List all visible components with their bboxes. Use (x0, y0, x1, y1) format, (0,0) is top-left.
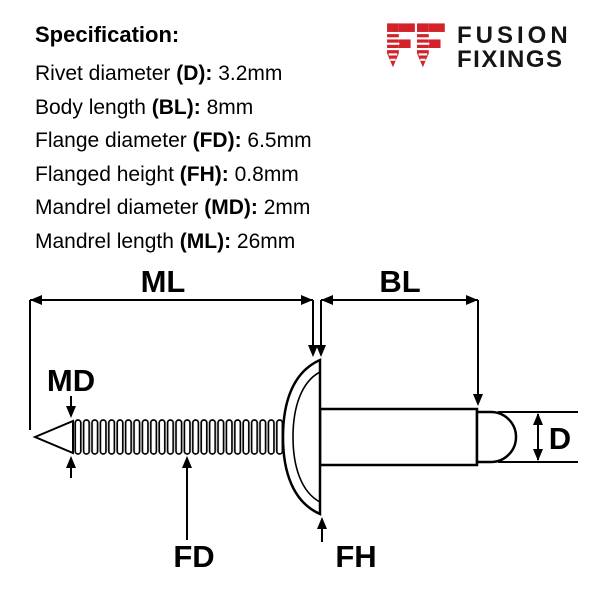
rivet-technical-diagram: ML BL MD (29, 264, 578, 574)
logo-line-fixings: FIXINGS (457, 46, 564, 73)
spec-item-label: Flange diameter (35, 129, 187, 152)
specification-title: Specification: (35, 22, 180, 47)
rivet-body (318, 407, 479, 467)
ml-dimension: ML (29, 264, 318, 430)
bl-dimension: BL (316, 264, 483, 406)
logo-text: FUSION FIXINGS (457, 24, 572, 72)
fh-dimension: FH (317, 517, 377, 574)
spec-item-label: Body length (35, 95, 146, 119)
d-label: D (549, 421, 571, 456)
spec-item-key: (BL): (151, 95, 201, 119)
spec-item-value: 0.8mm (234, 162, 299, 186)
spec-item-key: (MD): (204, 196, 258, 219)
spec-item: Rivet diameter (D): 3.2mm (35, 57, 312, 91)
mandrel-tip (32, 419, 74, 455)
double-f-screw-logo-icon (386, 23, 445, 68)
fd-dimension: FD (173, 456, 215, 574)
spec-item-key: (FH): (179, 162, 229, 186)
spec-item: Body length (BL): 8mm (35, 91, 312, 125)
spec-item: Flanged height (FH): 0.8mm (35, 158, 312, 192)
spec-item-key: (ML): (179, 229, 232, 253)
ml-label: ML (141, 264, 186, 299)
spec-item: Mandrel diameter (MD): 2mm (35, 191, 312, 225)
fh-label: FH (335, 539, 376, 574)
mandrel-head (475, 410, 518, 464)
bl-label: BL (379, 264, 420, 299)
md-label: MD (47, 363, 95, 398)
spec-item-label: Rivet diameter (35, 62, 171, 85)
spec-item-key: (D): (176, 62, 213, 85)
spec-item-label: Flanged height (35, 162, 174, 186)
logo-line-fusion: FUSION (457, 22, 572, 49)
spec-item-label: Mandrel length (35, 229, 174, 253)
d-dimension: D (498, 411, 578, 463)
spec-item-value: 2mm (263, 196, 311, 219)
spec-item: Flange diameter (FD): 6.5mm (35, 124, 312, 158)
fusion-fixings-logo: FUSION FIXINGS (386, 20, 572, 76)
spec-item-value: 8mm (206, 95, 254, 119)
specification-panel: Specification: Rivet diameter (D): 3.2mm… (35, 22, 312, 258)
spec-item-value: 3.2mm (218, 62, 283, 85)
spec-item-value: 26mm (236, 229, 296, 253)
spec-item-key: (FD): (192, 129, 242, 152)
spec-item: Mandrel length (ML): 26mm (35, 225, 312, 259)
mandrel-shaft (74, 419, 283, 455)
fd-label: FD (173, 539, 214, 574)
spec-item-value: 6.5mm (247, 129, 312, 152)
md-dimension: MD (47, 363, 95, 478)
spec-item-label: Mandrel diameter (35, 196, 199, 219)
flange-inner-edge (292, 371, 321, 503)
flange (281, 358, 322, 516)
